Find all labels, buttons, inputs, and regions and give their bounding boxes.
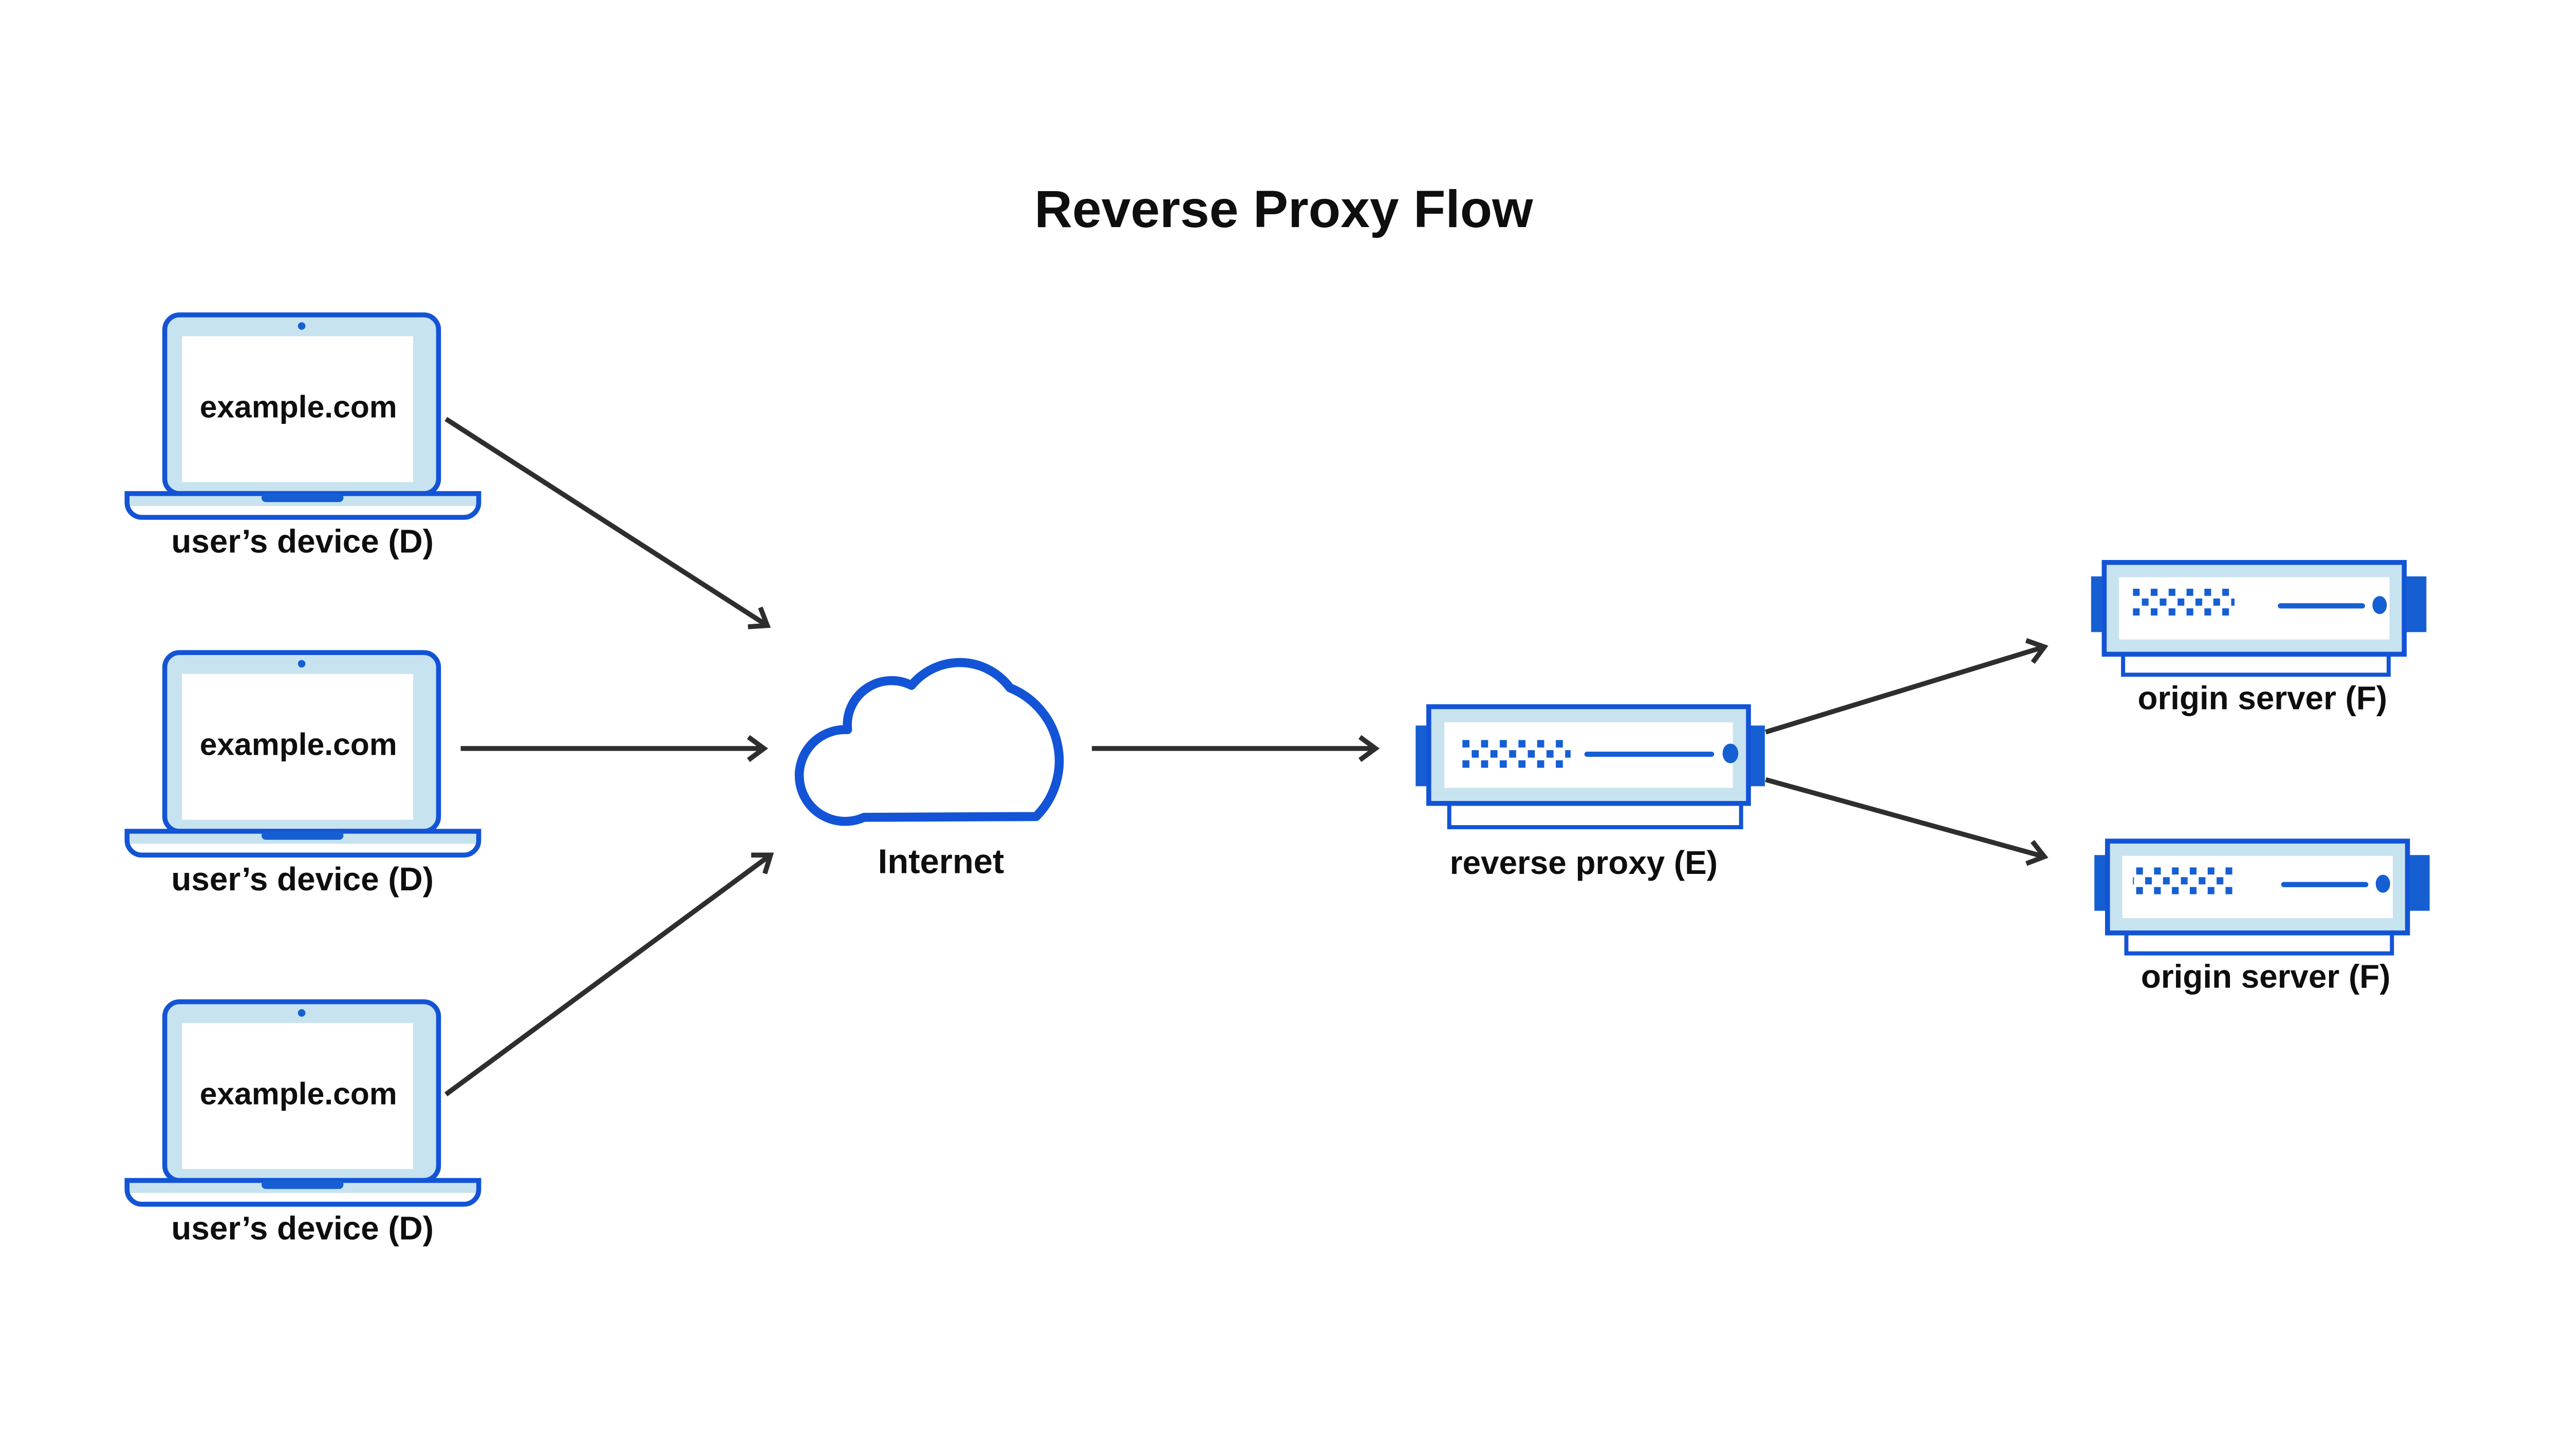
screen-url-text: example.com bbox=[200, 1076, 397, 1111]
arrow-proxy-to-origin1 bbox=[1765, 638, 2049, 735]
laptop-base bbox=[124, 491, 481, 520]
user-device-node-2: example.com user’s device (D) bbox=[124, 650, 481, 898]
user-device-node-1: example.com user’s device (D) bbox=[124, 312, 481, 560]
diagram-title: Reverse Proxy Flow bbox=[1034, 180, 1533, 238]
reverse-proxy-node: reverse proxy (E) bbox=[1416, 704, 1765, 881]
arrow-device3-to-internet bbox=[444, 852, 774, 1096]
server-led-dot bbox=[2375, 874, 2390, 893]
laptop-base-notch bbox=[261, 493, 344, 502]
internet-node: Internet bbox=[794, 658, 1064, 881]
arrow-device1-to-internet bbox=[444, 417, 771, 629]
server-right-tab bbox=[2403, 576, 2427, 632]
laptop-base bbox=[124, 1178, 481, 1207]
screen-url-text: example.com bbox=[200, 727, 397, 762]
server-vent-pattern bbox=[2133, 588, 2235, 616]
server-icon bbox=[1416, 704, 1765, 830]
origin-label: origin server (F) bbox=[2141, 958, 2391, 995]
server-vent-pattern bbox=[1462, 740, 1571, 768]
laptop-base-notch bbox=[261, 831, 344, 840]
origin-label: origin server (F) bbox=[2137, 679, 2387, 716]
laptop-base-notch bbox=[261, 1180, 344, 1189]
internet-label: Internet bbox=[878, 842, 1004, 881]
laptop-icon bbox=[124, 312, 481, 520]
camera-dot-icon bbox=[297, 660, 306, 668]
device-label: user’s device (D) bbox=[171, 861, 434, 898]
laptop-screen bbox=[182, 1023, 414, 1169]
server-icon bbox=[2091, 559, 2427, 677]
camera-dot-icon bbox=[297, 322, 306, 330]
laptop-screen bbox=[182, 336, 414, 482]
origin-server-node-1: origin server (F) bbox=[2091, 559, 2427, 716]
server-led-dot bbox=[1722, 743, 1739, 763]
laptop-icon bbox=[124, 999, 481, 1207]
origin-server-node-2: origin server (F) bbox=[2094, 838, 2430, 995]
screen-url-text: example.com bbox=[200, 389, 397, 424]
arrow-proxy-to-origin2 bbox=[1765, 777, 2049, 866]
server-right-tab bbox=[2407, 855, 2430, 911]
device-label: user’s device (D) bbox=[171, 523, 434, 560]
proxy-label: reverse proxy (E) bbox=[1450, 844, 1718, 881]
server-vent-pattern bbox=[2133, 867, 2235, 894]
laptop-base bbox=[124, 829, 481, 858]
server-led-dot bbox=[2372, 596, 2387, 614]
laptop-screen bbox=[182, 674, 414, 820]
camera-dot-icon bbox=[297, 1009, 306, 1017]
user-device-node-3: example.com user’s device (D) bbox=[124, 999, 481, 1247]
device-label: user’s device (D) bbox=[171, 1210, 434, 1247]
server-icon bbox=[2094, 838, 2430, 956]
cloud-icon bbox=[794, 658, 1064, 826]
laptop-icon bbox=[124, 650, 481, 858]
